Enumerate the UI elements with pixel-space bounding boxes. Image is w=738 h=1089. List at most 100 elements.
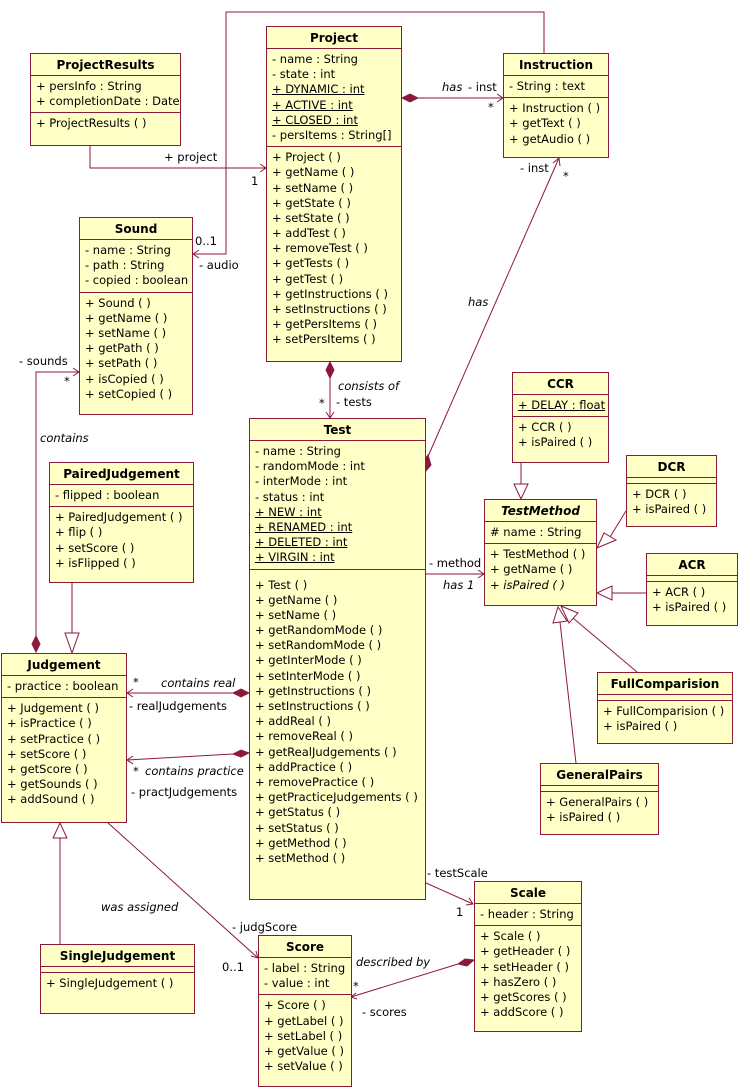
class-ccr[interactable]: CCR + DELAY : float + CCR ( ) + isPaired… bbox=[512, 372, 609, 463]
label-has-one: has 1 bbox=[443, 578, 475, 592]
static-attribute: + NEW : int bbox=[255, 504, 322, 519]
static-attribute: + CLOSED : int bbox=[272, 112, 358, 127]
operation: + isPaired ( ) bbox=[652, 600, 727, 615]
label-inst-mult: * bbox=[488, 100, 494, 114]
class-name: Sound bbox=[114, 222, 158, 236]
operation: + setStatus ( ) bbox=[255, 820, 339, 835]
class-dcr[interactable]: DCR + DCR ( ) + isPaired ( ) bbox=[626, 455, 717, 527]
class-name: ProjectResults bbox=[56, 58, 155, 72]
attribute: - name : String bbox=[272, 52, 358, 66]
class-scale[interactable]: Scale - header : String + Scale ( ) + ge… bbox=[474, 881, 582, 1032]
operations: + Score ( ) + getLabel ( ) + setLabel ( … bbox=[259, 994, 351, 1077]
operation: + removeTest ( ) bbox=[272, 241, 368, 256]
attributes: - name : String - state : int + DYNAMIC … bbox=[267, 48, 401, 146]
operations: + Instruction ( ) + getText ( ) + getAud… bbox=[504, 97, 608, 150]
operations: + FullComparision ( ) + isPaired ( ) bbox=[598, 700, 732, 737]
class-name: Scale bbox=[509, 886, 547, 900]
class-general-pairs[interactable]: GeneralPairs + GeneralPairs ( ) + isPair… bbox=[540, 763, 659, 835]
operation: + getPath ( ) bbox=[85, 341, 159, 356]
operations: + Scale ( ) + getHeader ( ) + setHeader … bbox=[475, 925, 581, 1023]
class-acr[interactable]: ACR + ACR ( ) + isPaired ( ) bbox=[646, 553, 738, 626]
class-test[interactable]: Test - name : String - randomMode : int … bbox=[249, 418, 426, 900]
class-paired-judgement[interactable]: PairedJudgement - flipped : boolean + Pa… bbox=[49, 462, 194, 583]
attributes bbox=[541, 785, 658, 791]
operation: + setScore ( ) bbox=[7, 746, 87, 761]
label-contains-practice: contains practice bbox=[145, 764, 244, 778]
class-name: TestMethod bbox=[501, 504, 580, 518]
label-scores-mult: * bbox=[353, 979, 359, 993]
class-name: SingleJudgement bbox=[59, 949, 176, 963]
operation: + addScore ( ) bbox=[480, 1005, 564, 1020]
operation: + Judgement ( ) bbox=[7, 701, 100, 716]
label-inst-mult-2: * bbox=[563, 169, 569, 183]
operation: + getScores ( ) bbox=[480, 989, 567, 1004]
operation: + isPractice ( ) bbox=[7, 716, 92, 731]
operation: + getName ( ) bbox=[85, 310, 168, 325]
operation: + ACR ( ) bbox=[652, 585, 706, 599]
class-single-judgement[interactable]: SingleJudgement + SingleJudgement ( ) bbox=[40, 944, 195, 1014]
operation: + setMethod ( ) bbox=[255, 850, 346, 865]
operation: + setValue ( ) bbox=[264, 1059, 343, 1074]
attribute: + persInfo : String bbox=[36, 79, 142, 93]
class-name: Judgement bbox=[27, 658, 101, 672]
operation: + getText ( ) bbox=[509, 116, 581, 131]
operation: + getRealJudgements ( ) bbox=[255, 744, 397, 759]
class-sound[interactable]: Sound - name : String - path : String - … bbox=[79, 217, 193, 415]
label-scores-role: - scores bbox=[362, 1005, 407, 1019]
label-contains-real: contains real bbox=[161, 676, 236, 690]
operation: + setScore ( ) bbox=[55, 540, 135, 555]
operation: + getRandomMode ( ) bbox=[255, 623, 383, 638]
attribute: - name : String bbox=[85, 243, 171, 257]
operation: + setName ( ) bbox=[255, 607, 337, 622]
label-tests-role: - tests bbox=[336, 395, 372, 409]
attribute: - header : String bbox=[480, 907, 574, 921]
attribute: - value : int bbox=[264, 976, 330, 991]
operation: + getTest ( ) bbox=[272, 271, 344, 286]
label-method-role: - method bbox=[429, 556, 482, 570]
class-name: GeneralPairs bbox=[556, 768, 643, 782]
operations: + TestMethod ( ) + getName ( ) + isPaire… bbox=[485, 543, 596, 596]
label-tests-mult: * bbox=[319, 396, 325, 410]
attribute: - name : String bbox=[255, 444, 341, 458]
operations: + DCR ( ) + isPaired ( ) bbox=[627, 483, 716, 520]
label-real-judgements: - realJudgements bbox=[129, 699, 228, 713]
operation: + setInterMode ( ) bbox=[255, 668, 361, 683]
label-contains: contains bbox=[40, 431, 89, 445]
class-name: CCR bbox=[547, 377, 574, 391]
label-test-scale: - testScale bbox=[427, 866, 488, 880]
attribute: - practice : boolean bbox=[7, 679, 119, 693]
class-name: Instruction bbox=[518, 58, 594, 72]
label-project-role: + project bbox=[164, 150, 218, 164]
attribute: - randomMode : int bbox=[255, 459, 365, 474]
operations: + SingleJudgement ( ) bbox=[41, 972, 194, 994]
operation: + hasZero ( ) bbox=[480, 974, 557, 989]
class-instruction[interactable]: Instruction - String : text + Instructio… bbox=[503, 53, 609, 158]
label-inst-role: - inst bbox=[468, 80, 497, 94]
operation: + getPersItems ( ) bbox=[272, 317, 377, 332]
operation: + setName ( ) bbox=[85, 325, 167, 340]
operation: + GeneralPairs ( ) bbox=[546, 795, 649, 809]
class-project-results[interactable]: ProjectResults + persInfo : String + com… bbox=[30, 53, 181, 146]
operation: + getInstructions ( ) bbox=[255, 683, 371, 698]
operation: + setLabel ( ) bbox=[264, 1028, 343, 1043]
label-consists-of: consists of bbox=[338, 379, 400, 393]
operation: + setPersItems ( ) bbox=[272, 332, 376, 347]
operation: + removeReal ( ) bbox=[255, 729, 354, 744]
class-test-method[interactable]: TestMethod # name : String + TestMethod … bbox=[484, 499, 597, 606]
attributes: - String : text bbox=[504, 75, 608, 97]
class-judgement[interactable]: Judgement - practice : boolean + Judgeme… bbox=[1, 653, 127, 823]
operation: + FullComparision ( ) bbox=[603, 704, 725, 718]
operation: + setInstructions ( ) bbox=[255, 699, 370, 713]
operation: + getHeader ( ) bbox=[480, 944, 571, 959]
operations: + Sound ( ) + getName ( ) + setName ( ) … bbox=[80, 291, 192, 405]
operation: + getLabel ( ) bbox=[264, 1013, 344, 1028]
attributes: + DELAY : float bbox=[513, 394, 608, 416]
operation: + isFlipped ( ) bbox=[55, 555, 136, 570]
class-full-comparision[interactable]: FullComparision + FullComparision ( ) + … bbox=[597, 672, 733, 744]
operations: + Judgement ( ) + isPractice ( ) + setPr… bbox=[2, 697, 126, 810]
class-score[interactable]: Score - label : String - value : int + S… bbox=[258, 935, 352, 1087]
operation: + getStatus ( ) bbox=[255, 805, 341, 820]
label-audio-mult: 0..1 bbox=[195, 234, 217, 248]
class-project[interactable]: Project - name : String - state : int + … bbox=[266, 26, 402, 362]
operation: + getName ( ) bbox=[490, 562, 573, 577]
